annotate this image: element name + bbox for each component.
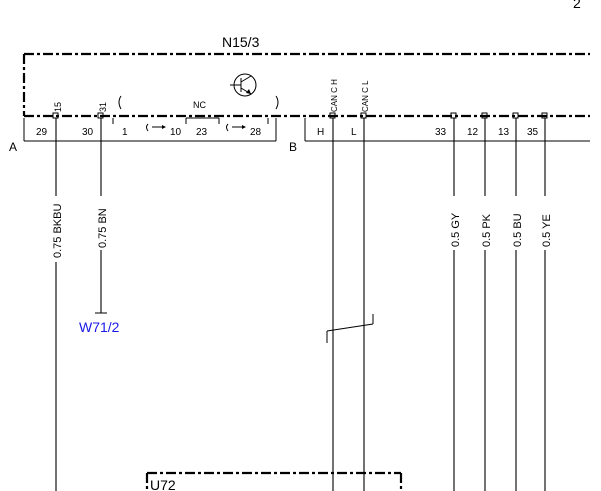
wire-label-b33: 0.5 GY (450, 212, 462, 247)
connector-b-label: B (289, 140, 297, 154)
internal-pin-can-c-h: CAN C H (330, 79, 339, 112)
connector-a-housing (23, 118, 277, 142)
wire-label-b35: 0.5 YE (541, 214, 553, 247)
internal-pin-15: 15 (53, 102, 63, 112)
module-n15-3-outline (22, 52, 590, 118)
module-u72-outline (145, 471, 403, 491)
pin-b-h: H (317, 127, 324, 138)
switch-contact-icon (118, 95, 279, 132)
pin-b-l: L (351, 127, 357, 138)
internal-pin-can-c-l: CAN C L (361, 80, 370, 112)
pin-a-10: 10 (170, 127, 182, 138)
pin-a-23: 23 (196, 127, 208, 138)
pin-a-28: 28 (250, 127, 262, 138)
corner-mark: 2 (573, 0, 581, 11)
connector-a-label: A (9, 140, 17, 154)
wire-label-a30: 0.75 BN (97, 208, 109, 248)
pin-b-13: 13 (498, 127, 510, 138)
pin-b-33: 33 (435, 127, 447, 138)
internal-pin-31: 31 (98, 102, 108, 112)
wire-label-b12: 0.5 PK (481, 213, 493, 247)
module-title[interactable]: N15/3 (222, 34, 260, 50)
transistor-icon (230, 73, 257, 97)
nc-label: NC (193, 100, 206, 110)
module-u72-label[interactable]: U72 (150, 477, 176, 491)
pin-b-35: 35 (527, 127, 539, 138)
pin-a-29: 29 (36, 127, 48, 138)
wire-label-b13: 0.5 BU (512, 213, 524, 247)
twisted-pair-symbol (326, 314, 374, 343)
pin-a-1: 1 (122, 127, 128, 138)
ground-ref-link[interactable]: W71/2 (79, 319, 120, 335)
pin-a-30: 30 (82, 127, 94, 138)
pin-ticks (112, 117, 269, 124)
pin-b-12: 12 (467, 127, 479, 138)
wire-label-a29: 0.75 BKBU (52, 204, 64, 258)
connector-b-housing (304, 118, 590, 142)
